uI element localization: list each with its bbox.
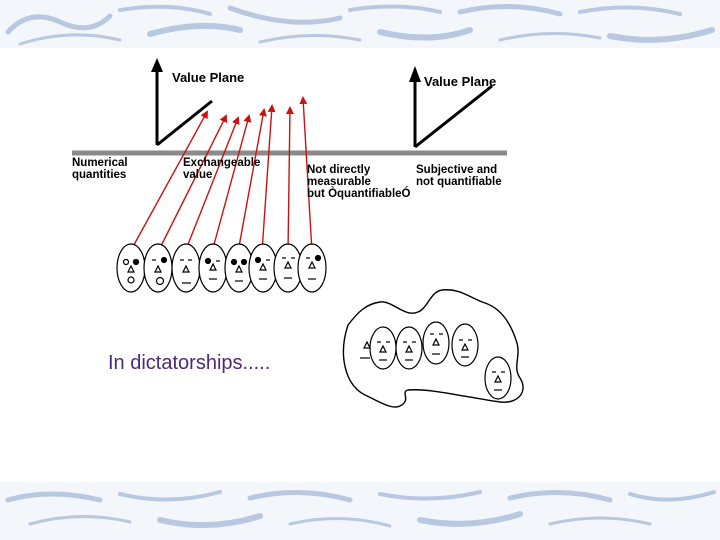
- label-line: Not directly: [307, 164, 371, 176]
- label-numerical: Numerical quantities: [72, 157, 128, 181]
- red-arrow: [285, 106, 294, 253]
- face: [422, 321, 450, 365]
- face: [451, 323, 479, 367]
- label-subjective: Subjective and not quantifiable: [416, 164, 502, 188]
- red-arrow: [184, 116, 240, 253]
- label-line: Subjective and: [416, 164, 498, 176]
- value-plane-label-right: Value Plane: [424, 74, 497, 89]
- red-arrow: [299, 96, 313, 253]
- label-line: measurable: [307, 176, 371, 188]
- top-border-decoration: [0, 0, 720, 48]
- face: [297, 243, 327, 293]
- face: [273, 243, 303, 293]
- label-not-directly-measurable: Not directly measurable but Òquantifiabl…: [307, 164, 411, 200]
- red-arrow: [237, 108, 267, 253]
- face: [171, 243, 201, 293]
- label-line: but ÒquantifiableÓ: [307, 188, 411, 200]
- label-line: Exchangeable: [183, 157, 261, 169]
- dictatorship-enclosure: [342, 289, 524, 408]
- bottom-border-decoration: [0, 482, 720, 540]
- dictatorships-caption: In dictatorships.....: [108, 352, 271, 374]
- label-line: Numerical: [72, 157, 128, 169]
- enclosed-faces: [360, 321, 512, 400]
- red-arrow: [261, 104, 276, 253]
- red-arrow: [211, 114, 252, 253]
- red-arrows: [129, 96, 313, 253]
- faces-row: [116, 243, 327, 293]
- label-exchangeable: Exchangeable value: [183, 157, 260, 181]
- value-plane-label-left: Value Plane: [172, 70, 245, 85]
- face: [484, 356, 512, 400]
- value-plane-axes-left: [151, 58, 213, 147]
- face: [143, 243, 173, 293]
- face: [369, 326, 397, 370]
- label-line: quantities: [72, 169, 127, 181]
- label-line: not quantifiable: [416, 176, 502, 188]
- red-arrow: [157, 114, 227, 253]
- red-arrow: [129, 110, 208, 253]
- label-line: value: [183, 169, 213, 181]
- face: [248, 243, 278, 293]
- face: [395, 326, 423, 370]
- value-plane-axes-right: [409, 66, 493, 149]
- face: [116, 243, 146, 293]
- face-fragment: [360, 340, 371, 359]
- face: [198, 243, 228, 293]
